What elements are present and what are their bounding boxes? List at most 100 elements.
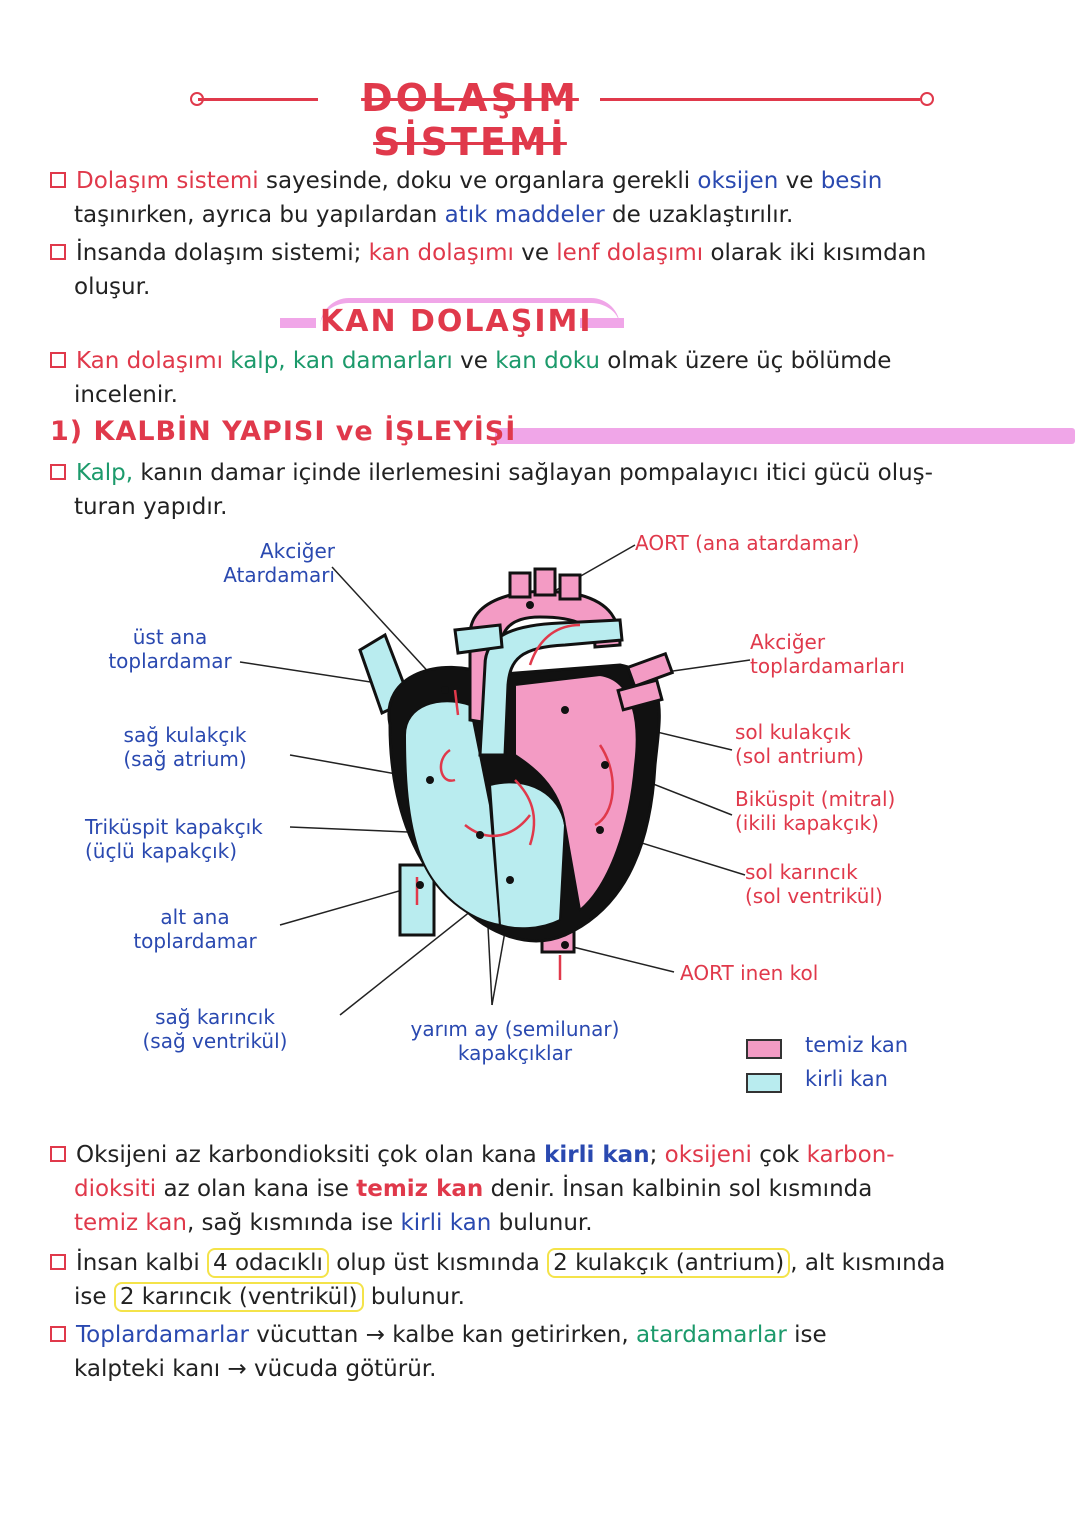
text-oksijen: oksijen [697,168,779,194]
heart-illustration [239,544,751,1016]
text-2-karincik: 2 karıncık (ventrikül) [113,1282,364,1312]
text: İnsan kalbi [76,1250,208,1276]
text: ve [513,240,557,266]
bottom-paragraph-1: Oksijeni az karbondioksiti çok olan kana… [50,1138,1040,1240]
text: kanın damar içinde ilerlemesini sağlayan… [133,460,933,486]
label-ust-ana-toplardamar: üst ana toplardamar [100,625,240,673]
label-line: (sol antrium) [735,744,864,768]
label-line: toplardamarları [750,654,905,678]
text-kalp: kalp, [222,348,293,374]
title-left-line [198,98,318,101]
label-sag-kulakcik: sağ kulakçık (sağ atrium) [105,723,265,771]
text-4-odacikli: 4 odacıklı [207,1248,329,1278]
label-line: Biküspit (mitral) [735,787,896,811]
page-title: DOLAŞIM SİSTEMİ [361,76,579,164]
text-kan-dolasimi: kan dolaşımı [368,240,514,266]
heading-decoration [280,318,316,328]
text: de uzaklaştırılır. [604,202,794,228]
text-besin: besin [820,168,883,194]
bullet-icon [50,463,66,480]
text: denir. İnsan kalbinin sol kısmında [483,1176,873,1202]
text-dioksiti: dioksiti [74,1176,157,1202]
label-line: sol karıncık [745,860,858,884]
label-line: (ikili kapakçık) [735,811,879,835]
bullet-icon [50,171,66,188]
text-lenf-dolasimi: lenf dolaşımı [556,240,704,266]
label-line: üst ana [132,625,208,649]
label-trikuspit: Triküspit kapakçık (üçlü kapakçık) [85,815,263,863]
bottom-paragraph-2: İnsan kalbi 4 odacıklı olup üst kısmında… [50,1246,1040,1314]
text: sayesinde, doku ve organlara gerekli [258,168,698,194]
label-line: Atardamarı [223,563,335,587]
bullet-icon [50,243,66,260]
label-line: sol kulakçık [735,720,851,744]
label-line: toplardamar [133,929,257,953]
text-kan-damarlari: kan damarları [292,348,453,374]
text-kan-doku: kan doku [495,348,600,374]
kan-dolasimi-paragraph: Kan dolaşımı kalp, kan damarları ve kan … [50,344,1040,412]
legend-swatch-temiz [746,1039,782,1059]
text-toplardamarlar: Toplardamarlar [76,1322,249,1348]
text: , sağ kısmında ise [186,1210,401,1236]
label-line: Akciğer [259,539,335,563]
label-line: toplardamar [108,649,232,673]
label-line: sağ kulakçık [123,723,247,747]
label-line: alt ana [160,905,230,929]
text-2-kulakcik: 2 kulakçık (antrium) [547,1248,791,1278]
section-title: 1) KALBİN YAPISI ve İŞLEYİŞİ [50,416,517,447]
label-bikuspit: Biküspit (mitral) (ikili kapakçık) [735,787,895,835]
heart-diagram: Akciğer Atardamarı AORT (ana atardamar) … [60,525,1020,1105]
heading-decoration [320,298,620,327]
text: çok [751,1142,807,1168]
heading-decoration [580,318,624,328]
text-dolasim-sistemi: Dolaşım sistemi [76,168,259,194]
label-sol-karincik: sol karıncık (sol ventrikül) [745,860,883,908]
bullet-icon [50,1253,66,1270]
text: kalpteki kanı → vücuda götürür. [74,1356,437,1382]
kan-dolasimi-title: KAN DOLAŞIMI [320,304,593,339]
text: oluşur. [74,274,151,300]
text: bulunur. [363,1284,465,1310]
text: , alt kısmında [790,1250,946,1276]
text-temiz-kan: temiz kan [74,1210,187,1236]
text: turan yapıdır. [74,494,228,520]
label-sag-karincik: sağ karıncık (sağ ventrikül) [120,1005,310,1053]
bottom-paragraph-3: Toplardamarlar vücuttan → kalbe kan geti… [50,1318,1040,1386]
label-line: (üçlü kapakçık) [85,839,238,863]
text: taşınırken, ayrıca bu yapılardan [74,202,445,228]
label-aort-inen-kol: AORT inen kol [680,961,819,985]
legend-label-temiz: temiz kan [805,1033,909,1057]
label-line: (sağ atrium) [123,747,247,771]
label-line: Triküspit kapakçık [85,815,263,839]
bullet-icon [50,1145,66,1162]
text: ve [778,168,821,194]
legend-swatch-kirli [746,1073,782,1093]
text: olarak iki kısımdan [703,240,927,266]
text-karbon: karbon- [806,1142,895,1168]
text: vücuttan → kalbe kan getirirken, [248,1322,636,1348]
text: ise [786,1322,827,1348]
text-temiz-kan: temiz kan [356,1176,484,1202]
page-title-block: DOLAŞIM SİSTEMİ [190,72,934,164]
label-line: kapakçıklar [457,1041,573,1065]
text-kirli-kan: kirli kan [544,1142,650,1168]
heading-highlight [495,428,1075,444]
label-line: (sağ ventrikül) [142,1029,288,1053]
intro-paragraph-2: İnsanda dolaşım sistemi; kan dolaşımı ve… [50,236,1040,304]
title-right-dot [920,92,934,106]
bullet-icon [50,351,66,368]
text: olmak üzere üç bölümde [599,348,892,374]
title-right-line [600,98,920,101]
text: az olan kana ise [156,1176,357,1202]
text: olup üst kısmında [328,1250,548,1276]
text-atardamarlar: atardamarlar [635,1322,787,1348]
text: ve [452,348,496,374]
label-akciger-atardamari: Akciğer Atardamarı [165,539,335,587]
kalp-paragraph: Kalp, kanın damar içinde ilerlemesini sa… [50,456,1040,524]
text: İnsanda dolaşım sistemi; [76,240,369,266]
label-line: (sol ventrikül) [745,884,883,908]
text: ise [74,1284,114,1310]
intro-paragraph-1: Dolaşım sistemi sayesinde, doku ve organ… [50,164,1040,232]
text: incelenir. [74,382,178,408]
